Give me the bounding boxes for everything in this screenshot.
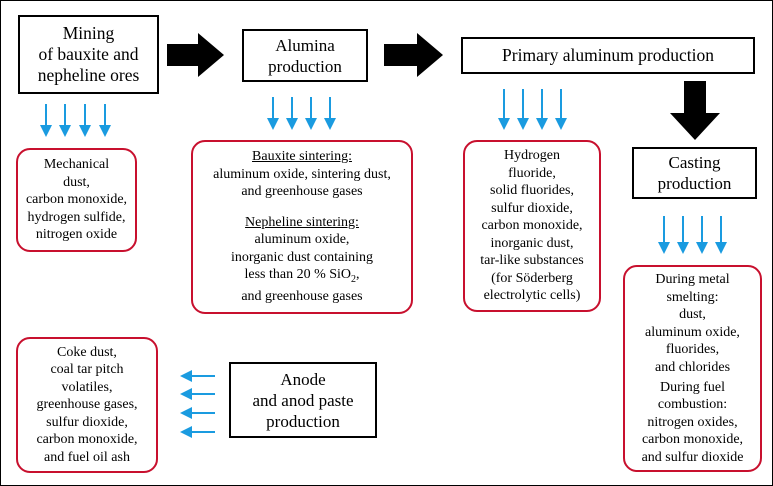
anode-emission-6: carbon monoxide, — [36, 432, 138, 448]
primary-emission-4: sulfur dioxide, — [491, 200, 573, 216]
flow-arrow-alumina-to-primary — [384, 33, 443, 77]
mining-line-1: Mining — [62, 23, 115, 43]
casting-emission-arrows — [658, 216, 727, 254]
anode-line-2: and anod paste — [252, 390, 354, 410]
nepheline-emission-sio2: less than 20 % SiO2, — [244, 266, 359, 288]
primary-line-1: Primary aluminum production — [502, 45, 714, 65]
alumina-line-1: Alumina — [275, 35, 335, 55]
primary-emission-1: Hydrogen — [504, 148, 560, 164]
anode-emission-arrows — [180, 370, 215, 438]
mining-emission-5: nitrogen oxide — [35, 227, 118, 243]
fuel-heading-1: During fuel — [660, 379, 725, 395]
sio2-suffix: , — [356, 267, 360, 283]
anode-emission-7: and fuel oil ash — [44, 449, 130, 465]
alumina-emission-arrows — [267, 97, 336, 130]
anode-emission-5: sulfur dioxide, — [46, 414, 128, 430]
nepheline-emission-1: aluminum oxide, — [254, 232, 350, 248]
casting-line-2: production — [657, 174, 732, 193]
anode-emission-1: Coke dust, — [57, 344, 117, 360]
mining-emission-1: Mechanical — [43, 157, 110, 173]
fuel-emission-2: carbon monoxide, — [641, 432, 744, 447]
anode-line-3: production — [266, 411, 340, 431]
anode-process-box: Anode and anod paste production — [229, 362, 377, 438]
primary-emission-arrows — [498, 89, 567, 130]
mining-emission-2: dust, — [63, 174, 90, 190]
primary-emission-2: fluoride, — [508, 165, 556, 181]
mining-line-3: nepheline ores — [37, 65, 140, 85]
casting-process-box: Casting production — [632, 147, 757, 199]
fuel-emission-1: nitrogen oxides, — [647, 414, 738, 430]
primary-emission-8: (for Söderberg — [491, 270, 573, 286]
smelting-heading-1: During metal — [655, 272, 730, 287]
casting-emissions-box: During metal smelting: dust, aluminum ox… — [623, 265, 762, 472]
mining-process-box: Mining of bauxite and nepheline ores — [18, 15, 159, 94]
mining-line-2: of bauxite and — [38, 44, 139, 64]
primary-emission-7: tar-like substances — [480, 253, 584, 269]
alumina-emissions-box: Bauxite sintering: aluminum oxide, sinte… — [191, 140, 413, 314]
primary-emission-6: inorganic dust, — [490, 235, 574, 251]
sio2-prefix: less than 20 % SiO — [244, 267, 352, 283]
anode-emission-3: volatiles, — [61, 379, 113, 395]
anode-emissions-box: Coke dust, coal tar pitch volatiles, gre… — [16, 337, 158, 473]
fuel-heading-2: combustion: — [657, 397, 728, 412]
mining-emission-3: carbon monoxide, — [25, 192, 128, 208]
smelting-emission-4: and chlorides — [654, 359, 731, 375]
primary-emission-5: carbon monoxide, — [481, 218, 583, 234]
primary-emission-3: solid fluorides, — [490, 183, 574, 199]
smelting-emission-2: aluminum oxide, — [645, 324, 740, 340]
smelting-heading-2: smelting: — [666, 289, 719, 305]
anode-emission-2: coal tar pitch — [50, 362, 124, 378]
nepheline-sintering-heading: Nepheline sintering: — [245, 214, 359, 230]
fuel-emission-3: and sulfur dioxide — [641, 449, 744, 465]
anode-emission-4: greenhouse gases, — [36, 397, 138, 413]
primary-process-box: Primary aluminum production — [461, 37, 755, 74]
alumina-line-2: production — [268, 56, 342, 76]
nepheline-emission-4: and greenhouse gases — [241, 289, 363, 305]
primary-emissions-box: Hydrogen fluoride, solid fluorides, sulf… — [463, 140, 601, 312]
mining-emission-arrows — [40, 104, 111, 137]
mining-emission-4: hydrogen sulfide, — [27, 209, 126, 225]
flow-arrow-primary-to-casting — [670, 81, 720, 140]
casting-line-1: Casting — [668, 153, 721, 172]
bauxite-emission-1: aluminum oxide, sintering dust, — [213, 166, 391, 182]
flow-arrow-mining-to-alumina — [167, 33, 224, 77]
bauxite-emission-2: and greenhouse gases — [241, 184, 363, 200]
bauxite-sintering-heading: Bauxite sintering: — [252, 149, 352, 165]
anode-line-1: Anode — [280, 369, 326, 389]
sio2-subscript: 2 — [351, 273, 357, 285]
nepheline-emission-2: inorganic dust containing — [230, 249, 374, 265]
alumina-process-box: Alumina production — [242, 29, 368, 82]
primary-emission-9: electrolytic cells) — [483, 288, 581, 304]
smelting-emission-3: fluorides, — [665, 342, 720, 357]
smelting-emission-1: dust, — [679, 307, 706, 322]
mining-emissions-box: Mechanical dust, carbon monoxide, hydrog… — [16, 148, 137, 252]
